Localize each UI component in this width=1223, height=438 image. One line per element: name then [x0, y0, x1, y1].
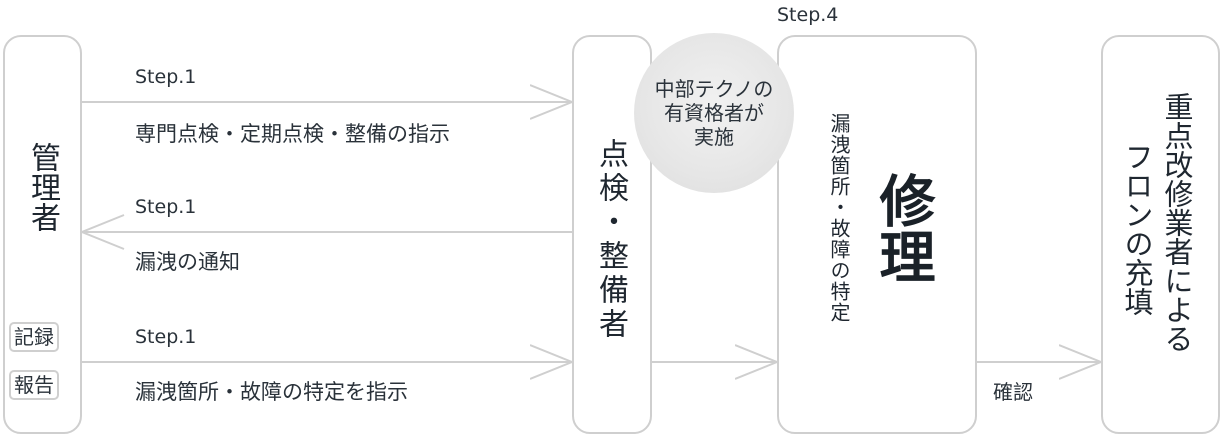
badge-line-1: 中部テクノの — [654, 77, 774, 101]
repair-step: Step.4 — [777, 4, 839, 26]
edge-3-step: Step.1 — [135, 326, 197, 348]
edge-1-step: Step.1 — [135, 66, 197, 88]
repair-node — [777, 35, 977, 434]
refill-line-2: フロンの充填 — [1120, 142, 1154, 316]
refill-node — [1101, 35, 1220, 434]
badge-line-2: 有資格者が — [664, 101, 764, 125]
inspector-label: 点検・整備者 — [593, 138, 628, 342]
refill-line-1: 重点改修業者による — [1160, 92, 1194, 353]
arrow-left-icon — [82, 214, 125, 250]
manager-label: 管理者 — [25, 142, 60, 232]
arrow-right-icon — [735, 344, 779, 380]
repair-subtitle: 漏洩箇所・故障の特定 — [827, 113, 851, 323]
edge-leak-notice-line — [81, 231, 572, 233]
edge-5-label: 確認 — [993, 380, 1033, 404]
badge-line-3: 実施 — [694, 125, 734, 149]
arrow-right-icon — [1059, 344, 1103, 380]
repair-title: 修理 — [870, 172, 935, 284]
arrow-right-icon — [530, 84, 574, 120]
report-tag: 報告 — [9, 370, 59, 400]
edge-to-repair-line — [651, 361, 777, 363]
edge-2-step: Step.1 — [135, 196, 197, 218]
record-tag: 記録 — [9, 322, 59, 352]
qualified-technician-badge: 中部テクノの 有資格者が 実施 — [634, 33, 794, 193]
manager-node — [3, 35, 82, 434]
edge-instruction-line — [81, 101, 572, 103]
edge-1-label: 専門点検・定期点検・整備の指示 — [135, 122, 450, 146]
edge-identify-line — [81, 361, 572, 363]
edge-2-label: 漏洩の通知 — [135, 250, 240, 274]
arrow-right-icon — [530, 344, 574, 380]
edge-3-label: 漏洩箇所・故障の特定を指示 — [135, 380, 408, 404]
edge-confirm-line — [976, 361, 1101, 363]
